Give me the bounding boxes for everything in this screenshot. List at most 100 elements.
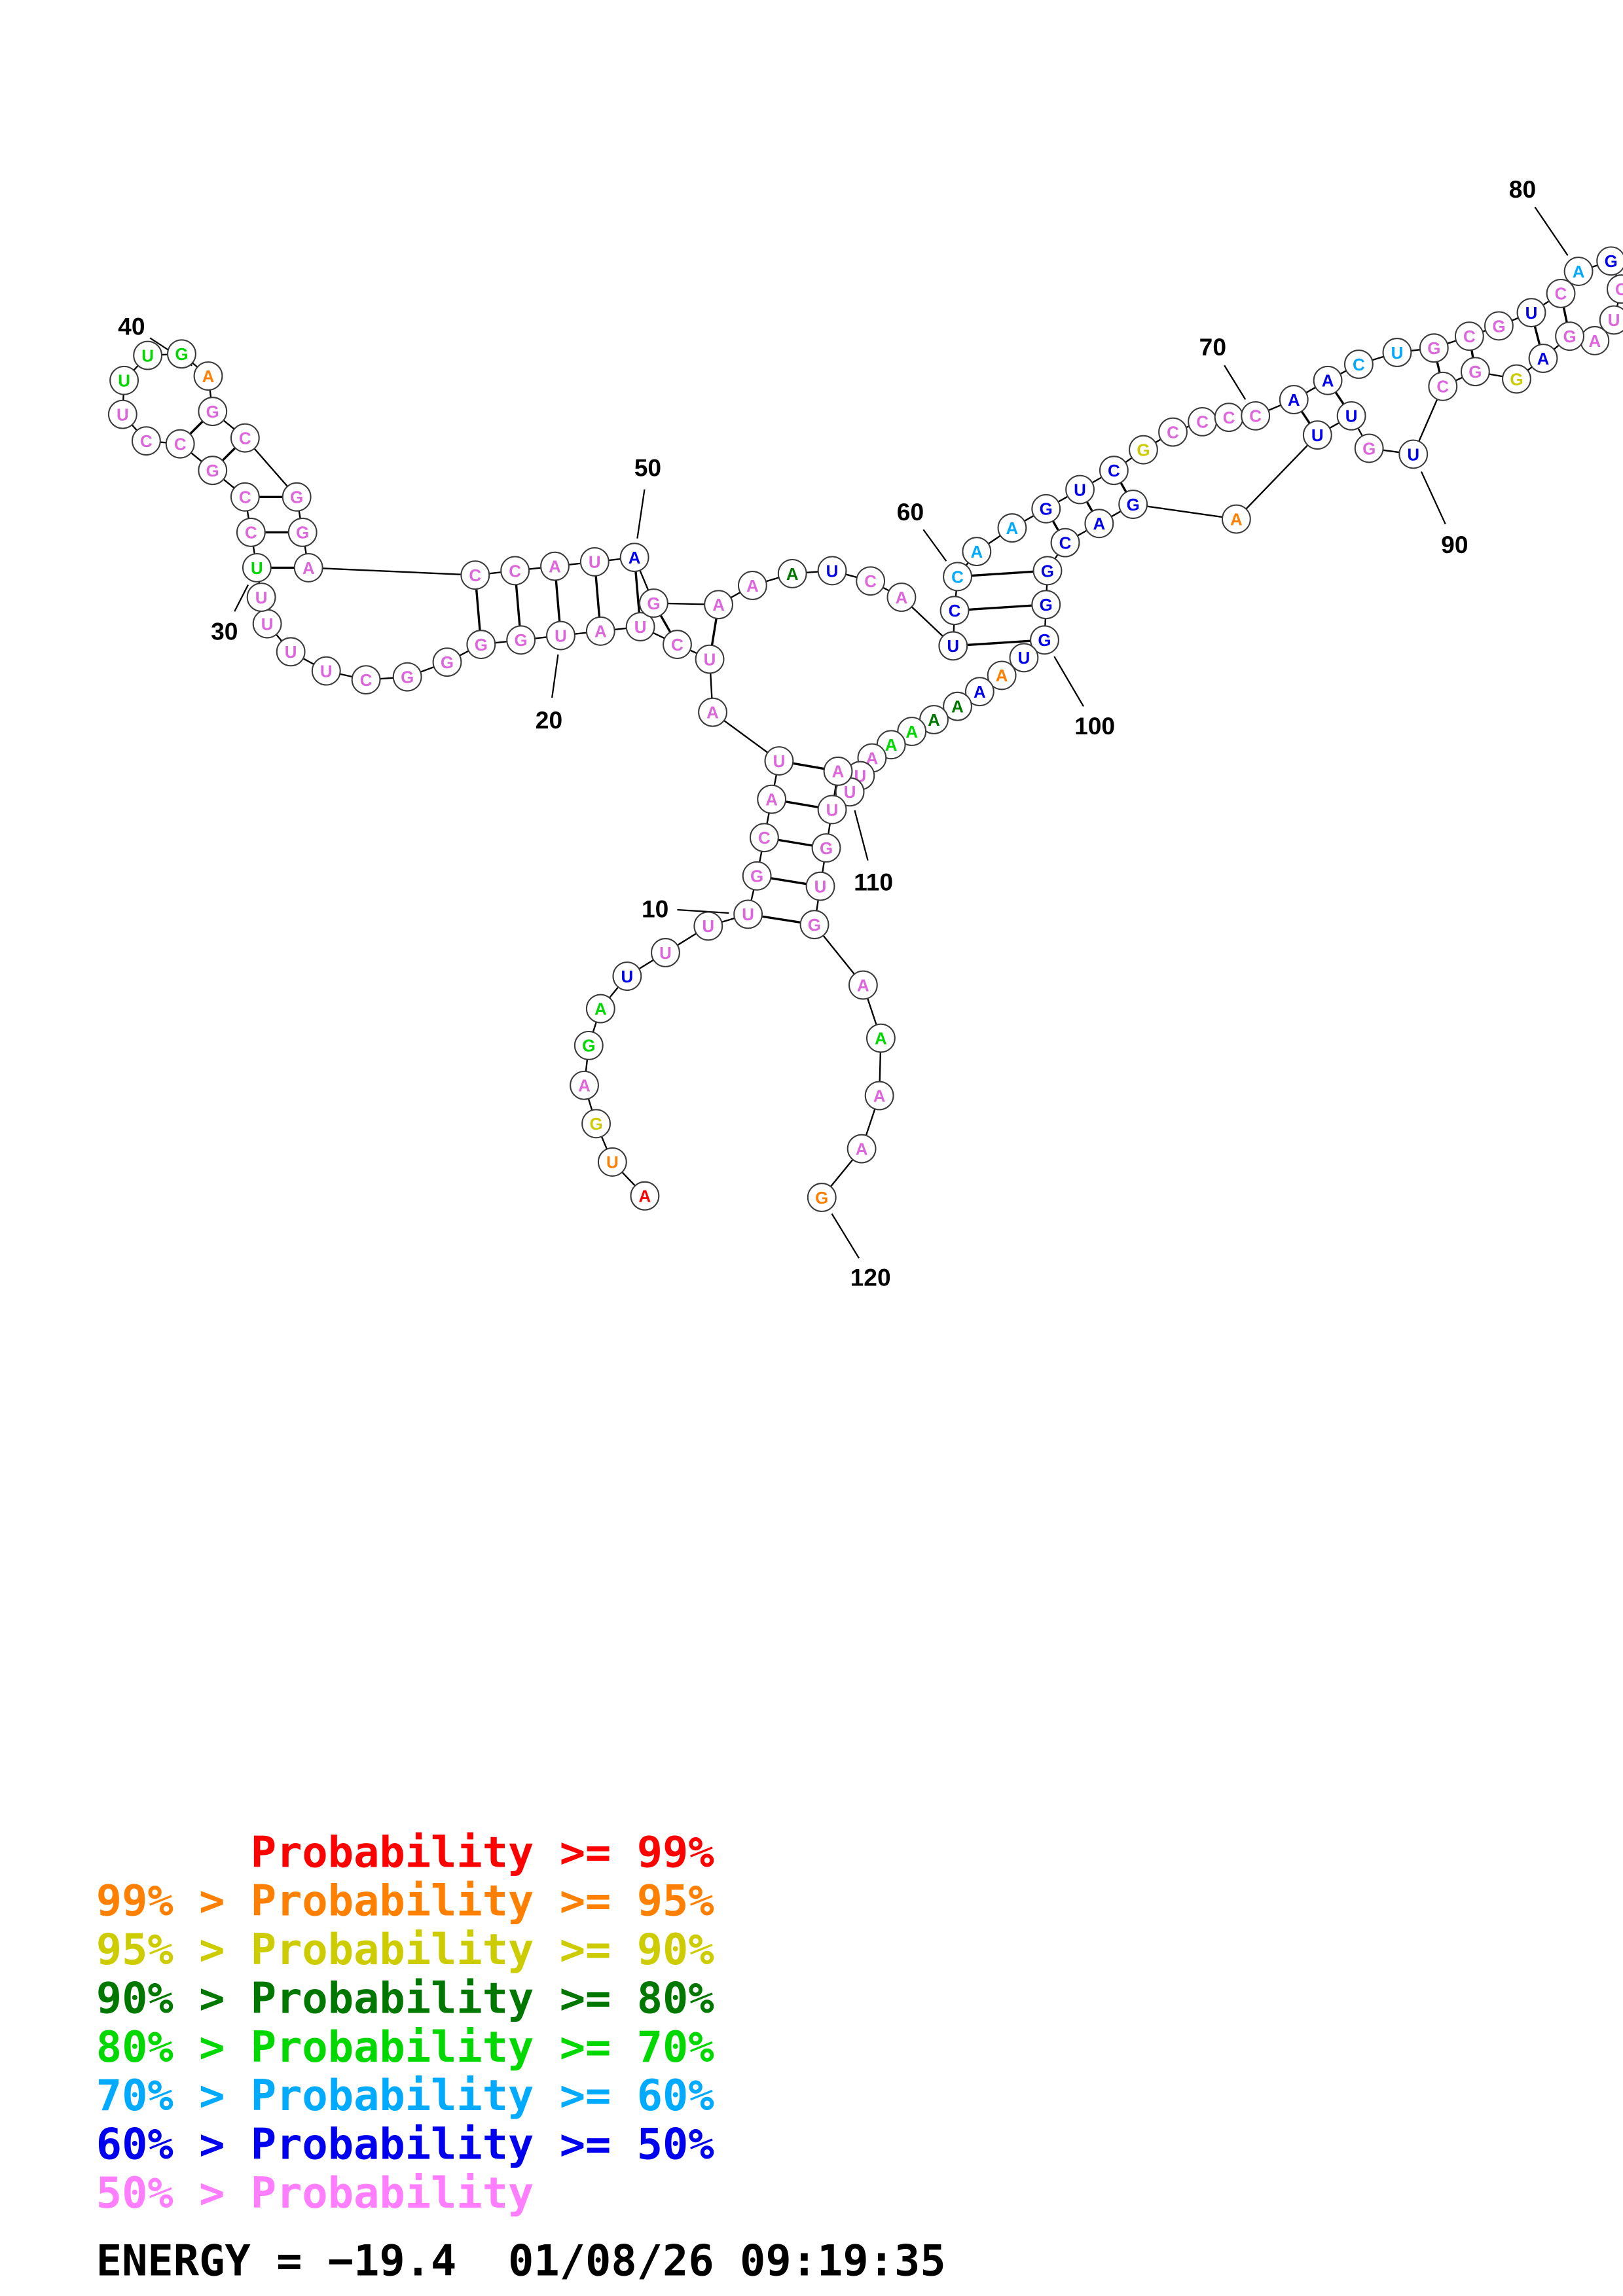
nucleotide-102-A: A — [987, 660, 1017, 691]
nucleotide-circle — [777, 559, 807, 588]
nucleotide-circle — [293, 553, 323, 583]
nucleotide-circle — [579, 547, 610, 577]
nucleotide-letter: A — [974, 683, 986, 702]
nucleotide-circle — [1419, 333, 1449, 363]
nucleotide-letter: A — [875, 1030, 887, 1048]
nucleotide-letter: C — [174, 435, 187, 454]
nucleotide-letter: A — [578, 1077, 591, 1096]
nucleotide-116-A: A — [848, 970, 878, 1000]
nucleotide-letter: A — [1589, 332, 1601, 351]
nucleotide-44-G: G — [287, 517, 318, 547]
nucleotide-circle — [639, 588, 668, 618]
nucleotide-letter: A — [832, 763, 845, 781]
nucleotide-letter: U — [704, 651, 716, 669]
nucleotide-3-G: G — [581, 1109, 611, 1139]
nucleotide-93-U: U — [1302, 420, 1332, 450]
nucleotide-letter: G — [1040, 501, 1053, 519]
nucleotide-24-G: G — [392, 662, 422, 692]
nucleotide-circle — [246, 583, 276, 612]
nucleotide-29-U: U — [246, 583, 276, 612]
nucleotide-circle — [165, 429, 195, 459]
nucleotide-7-U: U — [612, 961, 642, 991]
nucleotide-letter: G — [750, 868, 763, 886]
position-label-10: 10 — [642, 895, 668, 922]
nucleotide-circle — [1031, 590, 1061, 620]
position-label-leader — [922, 529, 947, 562]
nucleotide-circle — [651, 938, 680, 967]
nucleotide-letter: U — [826, 562, 839, 581]
nucleotide-41-G: G — [198, 397, 228, 427]
nucleotide-94-A: A — [1221, 504, 1251, 534]
nucleotide-letter: C — [1353, 356, 1365, 374]
nucleotide-20-U: U — [546, 620, 575, 651]
nucleotide-letter: G — [1362, 440, 1376, 458]
nucleotide-85-G: G — [1555, 321, 1584, 351]
nucleotide-letter: U — [621, 968, 634, 986]
nucleotide-59-C: C — [939, 596, 970, 626]
nucleotide-circle — [897, 717, 927, 746]
nucleotide-5-G: G — [574, 1030, 604, 1060]
nucleotide-circle — [282, 482, 312, 512]
position-label-100: 100 — [1074, 712, 1115, 740]
nucleotide-letter: U — [634, 619, 647, 637]
nucleotide-61-A: A — [962, 537, 992, 567]
nucleotide-65-C: C — [1099, 456, 1129, 486]
nucleotide-letter: U — [1311, 427, 1324, 445]
nucleotide-79-C: C — [1546, 278, 1576, 308]
nucleotide-letter: U — [1608, 312, 1620, 330]
nucleotide-circle — [1031, 493, 1061, 524]
nucleotide-circle — [938, 631, 968, 661]
nucleotide-letter: A — [970, 543, 983, 562]
nucleotide-letter: A — [202, 368, 215, 386]
nucleotide-circle — [962, 537, 992, 567]
nucleotide-104-A: A — [943, 691, 972, 721]
nucleotide-circle — [997, 513, 1027, 543]
nucleotide-114-U: U — [805, 871, 835, 901]
nucleotide-letter: C — [360, 672, 373, 690]
nucleotide-99-G: G — [1031, 590, 1061, 620]
nucleotide-circle — [866, 1023, 896, 1053]
nucleotide-circle — [1555, 321, 1584, 351]
nucleotide-letter: U — [659, 944, 672, 963]
position-label-leader — [854, 810, 869, 861]
nucleotide-letter: A — [885, 736, 898, 755]
nucleotide-circle — [198, 456, 228, 486]
legend-line-p95: 99% > Probability >= 95% — [96, 1876, 714, 1926]
nucleotide-circle — [1607, 274, 1623, 304]
nucleotide-letter: U — [844, 783, 856, 802]
nucleotide-circle — [823, 756, 853, 786]
nucleotide-90-U: U — [1398, 439, 1429, 469]
nucleotide-circle — [1596, 246, 1623, 276]
nucleotide-circle — [242, 553, 272, 583]
nucleotide-circle — [737, 571, 767, 600]
nucleotide-letter: G — [175, 346, 188, 364]
backbone-segment — [308, 567, 475, 576]
nucleotide-letter: G — [441, 654, 454, 672]
nucleotide-circle — [1279, 385, 1309, 414]
nucleotide-70-C: C — [1241, 401, 1271, 431]
nucleotide-circle — [695, 644, 725, 674]
nucleotide-letter: A — [765, 791, 778, 809]
nucleotide-circle — [574, 1030, 604, 1060]
position-label-leader — [1420, 471, 1446, 525]
nucleotide-118-A: A — [864, 1081, 894, 1111]
nucleotide-letter: A — [706, 704, 719, 723]
nucleotide-112-U: U — [817, 795, 847, 825]
nucleotide-circle — [630, 1181, 660, 1211]
nucleotide-87-G: G — [1502, 364, 1531, 394]
nucleotide-98-G: G — [1032, 556, 1063, 586]
nucleotide-101-U: U — [1009, 643, 1039, 673]
nucleotide-letter: A — [1322, 372, 1334, 391]
nucleotide-letter: U — [255, 589, 268, 607]
nucleotide-circle — [1599, 305, 1623, 335]
nucleotide-117-A: A — [866, 1023, 896, 1053]
nucleotide-circle — [805, 871, 835, 901]
nucleotide-51-G: G — [639, 588, 668, 618]
nucleotide-45-A: A — [293, 553, 323, 583]
nucleotide-circle — [230, 482, 260, 512]
nucleotide-18-U: U — [625, 612, 655, 641]
nucleotide-28-U: U — [252, 609, 282, 639]
nucleotide-circle — [198, 397, 228, 427]
legend-line-p70: 80% > Probability >= 70% — [96, 2022, 714, 2072]
nucleotide-circle — [625, 612, 655, 641]
